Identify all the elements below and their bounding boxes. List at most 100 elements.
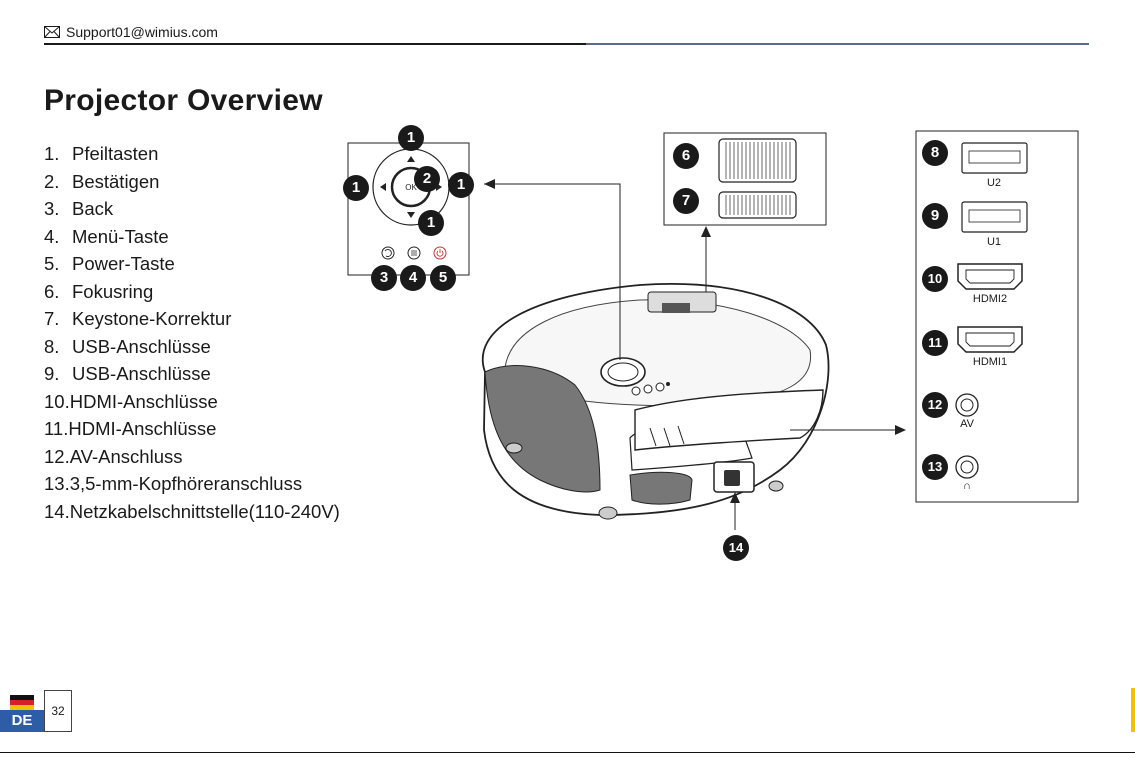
part-number: 2. [44, 170, 60, 192]
badge-hdmi1: 11 [922, 330, 948, 356]
focus-ring-wheel [718, 138, 797, 183]
part-label: Netzkabelschnittstelle(110-240V) [69, 500, 340, 522]
back-button-shape [381, 246, 395, 260]
support-contact: Support01@wimius.com [44, 24, 218, 40]
part-number: 3. [44, 198, 60, 219]
header-rule-accent [586, 43, 1089, 45]
foot-right [768, 480, 784, 492]
badge-hdmi2: 10 [922, 266, 948, 292]
hdmi2-port [957, 263, 1023, 290]
label-usb1: U1 [986, 236, 1002, 248]
flag-de-red [10, 700, 34, 705]
keypad-leader [484, 183, 621, 360]
part-label: Pfeiltasten [72, 143, 159, 164]
badge-av: 12 [922, 392, 948, 418]
part-label: Menü-Taste [72, 225, 169, 247]
foot-front [598, 506, 618, 520]
focus-arrowhead [701, 226, 711, 237]
badge-keystone: 7 [673, 188, 699, 214]
keystone-wheel [718, 191, 797, 219]
badge-power-socket: 14 [723, 535, 749, 561]
right-speaker-grille [629, 471, 693, 505]
parts-list-item: 2. Bestätigen [44, 168, 340, 196]
parts-list-item: 11.HDMI-Anschlüsse [44, 415, 340, 443]
part-label: AV-Anschluss [69, 445, 183, 467]
part-number: 1. [44, 143, 60, 164]
badge-focus: 6 [673, 143, 699, 169]
part-number: 11. [44, 418, 69, 439]
badge-up: 1 [398, 125, 424, 151]
language-badge: DE [0, 710, 44, 732]
part-number: 12. [44, 445, 70, 467]
side-tab-mark [1131, 688, 1135, 732]
parts-list-item: 8. USB-Anschlüsse [44, 333, 340, 361]
menu-icon [411, 250, 417, 256]
part-label: Back [72, 198, 114, 219]
part-number: 6. [44, 280, 60, 302]
badge-headphone: 13 [922, 454, 948, 480]
foot-left [505, 442, 523, 454]
envelope-icon [44, 26, 60, 38]
label-av: AV [960, 418, 974, 430]
footer-rule [0, 752, 1135, 753]
badge-right: 1 [448, 172, 474, 198]
part-label: Fokusring [72, 280, 154, 302]
part-label: Keystone-Korrektur [72, 308, 232, 329]
arrow-down-icon [407, 212, 415, 218]
headphone-icon: ∩ [963, 480, 971, 492]
headphone-jack [955, 455, 979, 479]
part-number: 9. [44, 363, 60, 384]
badge-ok: 2 [414, 166, 440, 192]
part-label: Power-Taste [72, 253, 175, 274]
arrow-up-icon [407, 156, 415, 162]
part-label: USB-Anschlüsse [72, 363, 211, 384]
badge-left: 1 [343, 175, 369, 201]
header-rule [44, 43, 586, 45]
parts-list-item: 5. Power-Taste [44, 250, 340, 278]
label-hdmi2: HDMI2 [972, 293, 1008, 305]
part-number: 10. [44, 390, 70, 412]
part-number: 5. [44, 253, 60, 274]
arrow-left-icon [380, 183, 386, 191]
part-number: 7. [44, 308, 60, 329]
page-number: 32 [44, 690, 72, 732]
part-label: HDMI-Anschlüsse [69, 390, 218, 412]
ports-box [915, 130, 1079, 503]
power-arrowhead [730, 492, 740, 503]
part-label: USB-Anschlüsse [72, 335, 211, 357]
flag-de-gold [10, 705, 34, 710]
support-email[interactable]: Support01@wimius.com [66, 24, 218, 40]
parts-list-item: 9. USB-Anschlüsse [44, 360, 340, 388]
keypad-arrowhead [484, 179, 495, 189]
part-number: 4. [44, 225, 60, 247]
part-number: 14. [44, 500, 70, 522]
parts-list-item: 13.3,5-mm-Kopfhöreranschluss [44, 470, 340, 498]
part-label: HDMI-Anschlüsse [68, 418, 217, 439]
parts-list-item: 12.AV-Anschluss [44, 443, 340, 471]
parts-list-item: 3. Back [44, 195, 340, 223]
projector-top-panel [504, 299, 812, 407]
hdmi1-port [957, 326, 1023, 353]
badge-power: 5 [430, 265, 456, 291]
part-label: Bestätigen [72, 170, 160, 192]
av-jack [955, 393, 979, 417]
badge-down: 1 [418, 210, 444, 236]
parts-list-item: 1. Pfeiltasten [44, 140, 340, 168]
ports-arrowhead [895, 425, 906, 435]
badge-usb2: 8 [922, 140, 948, 166]
page-title: Projector Overview [44, 84, 323, 117]
parts-list: 1. Pfeiltasten 2. Bestätigen 3. Back 4. Menü-Ta… [44, 140, 340, 525]
left-speaker-grille [484, 365, 601, 493]
back-icon [384, 249, 392, 257]
parts-list-item: 6. Fokusring [44, 278, 340, 306]
power-icon [436, 249, 444, 257]
badge-menu: 4 [400, 265, 426, 291]
parts-list-item: 10.HDMI-Anschlüsse [44, 388, 340, 416]
part-number: 8. [44, 335, 60, 357]
parts-list-item: 14.Netzkabelschnittstelle(110-240V) [44, 498, 340, 526]
flag-de-black [10, 695, 34, 700]
side-vent [634, 389, 824, 451]
ok-label: OK [405, 183, 417, 192]
part-number: 13. [44, 473, 70, 494]
